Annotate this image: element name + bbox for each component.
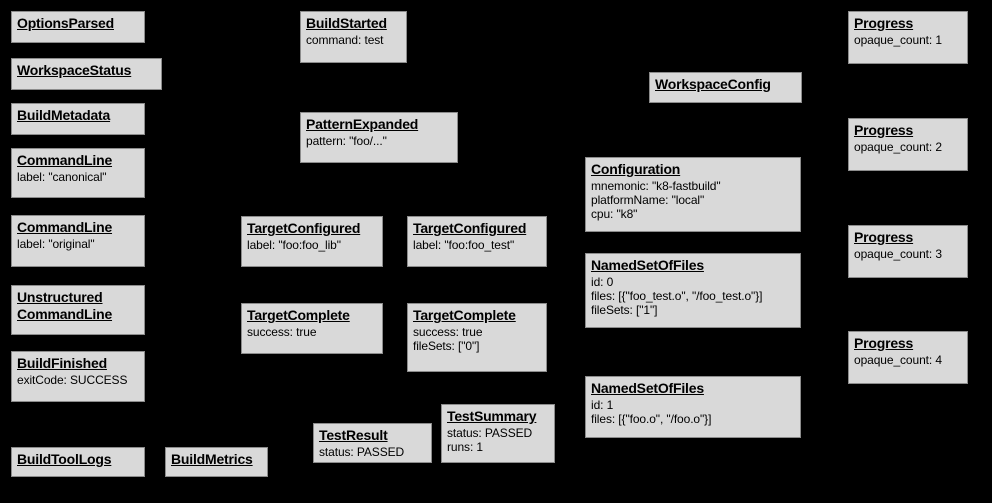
event-node-build-metrics[interactable]: BuildMetrics xyxy=(165,447,268,477)
event-node-workspace-config[interactable]: WorkspaceConfig xyxy=(649,72,802,103)
event-node-unstructured-cmdline[interactable]: Unstructured CommandLine xyxy=(11,285,145,335)
event-node-title: Progress xyxy=(854,122,914,138)
event-node-fields: command: test xyxy=(306,32,384,47)
event-node-title: OptionsParsed xyxy=(17,15,114,31)
event-node-fields: mnemonic: "k8-fastbuild" platformName: "… xyxy=(591,178,721,221)
event-node-fields: exitCode: SUCCESS xyxy=(17,372,128,387)
event-node-title: TargetComplete xyxy=(413,307,516,323)
event-node-title: BuildToolLogs xyxy=(17,451,112,467)
event-node-fields: success: true xyxy=(247,324,317,339)
event-node-fields: pattern: "foo/..." xyxy=(306,133,387,148)
event-node-fields: label: "foo:foo_test" xyxy=(413,237,515,252)
event-node-title: Configuration xyxy=(591,161,681,177)
event-node-title: PatternExpanded xyxy=(306,116,419,132)
event-node-title: TargetComplete xyxy=(247,307,350,323)
event-node-title: TestSummary xyxy=(447,408,537,424)
event-node-options-parsed[interactable]: OptionsParsed xyxy=(11,11,145,43)
event-node-fields: label: "original" xyxy=(17,236,95,251)
event-node-title: NamedSetOfFiles xyxy=(591,257,704,273)
event-node-fields: opaque_count: 2 xyxy=(854,139,942,154)
event-node-title: WorkspaceConfig xyxy=(655,76,771,92)
event-node-title: CommandLine xyxy=(17,219,113,235)
event-node-fields: label: "foo:foo_lib" xyxy=(247,237,341,252)
event-node-fields: id: 1 files: [{"foo.o", "/foo.o"}] xyxy=(591,397,712,426)
event-node-fields: id: 0 files: [{"foo_test.o", "/foo_test.… xyxy=(591,274,763,317)
event-node-fields: success: true fileSets: ["0"] xyxy=(413,324,483,353)
event-node-fields: label: "canonical" xyxy=(17,169,107,184)
event-node-build-tool-logs[interactable]: BuildToolLogs xyxy=(11,447,145,477)
event-node-title: BuildMetadata xyxy=(17,107,111,123)
event-node-fields: opaque_count: 1 xyxy=(854,32,942,47)
event-node-title: Progress xyxy=(854,229,914,245)
event-node-title: BuildMetrics xyxy=(171,451,253,467)
event-node-fields: status: PASSED xyxy=(319,444,405,459)
event-node-title: TestResult xyxy=(319,427,388,443)
event-node-fields: opaque_count: 3 xyxy=(854,246,942,261)
event-node-title: Progress xyxy=(854,335,914,351)
event-node-title: Progress xyxy=(854,15,914,31)
event-node-title: BuildStarted xyxy=(306,15,387,31)
event-node-title: BuildFinished xyxy=(17,355,107,371)
event-node-title: TargetConfigured xyxy=(413,220,527,236)
event-node-title: NamedSetOfFiles xyxy=(591,380,704,396)
event-node-title: TargetConfigured xyxy=(247,220,361,236)
event-node-title: WorkspaceStatus xyxy=(17,62,132,78)
event-node-workspace-status[interactable]: WorkspaceStatus xyxy=(11,58,162,90)
event-node-fields: opaque_count: 4 xyxy=(854,352,942,367)
event-node-fields: status: PASSED runs: 1 xyxy=(447,425,533,454)
event-node-build-metadata[interactable]: BuildMetadata xyxy=(11,103,145,135)
event-node-title: CommandLine xyxy=(17,152,113,168)
event-node-title: Unstructured CommandLine xyxy=(17,289,113,322)
